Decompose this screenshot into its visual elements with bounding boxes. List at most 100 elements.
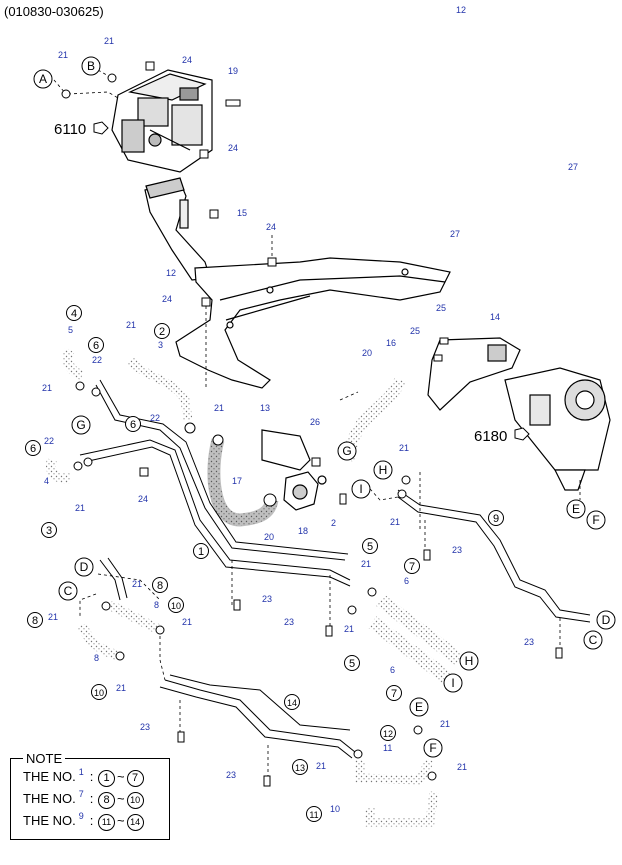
note-label: THE NO. — [23, 791, 76, 806]
circled-12: 12 — [380, 725, 396, 741]
callout-26: 26 — [310, 417, 320, 427]
water-valve — [261, 429, 327, 511]
callout-22: 22 — [92, 355, 102, 365]
letter-c: C — [58, 581, 78, 601]
note-sup: 7 — [78, 789, 84, 799]
circled-7: 7 — [404, 558, 420, 574]
pipes — [79, 379, 591, 759]
svg-text:11: 11 — [309, 810, 318, 820]
svg-text:D: D — [602, 613, 611, 627]
callout-21: 21 — [399, 443, 409, 453]
air-duct — [144, 177, 211, 281]
svg-text:D: D — [80, 560, 89, 574]
header-code: (010830-030625) — [4, 4, 104, 19]
circled-2: 2 — [154, 323, 170, 339]
callout-2: 2 — [331, 518, 336, 528]
note-row: THE NO.1: 1~7 — [23, 767, 145, 787]
callout-5: 5 — [68, 325, 73, 335]
callout-21: 21 — [457, 762, 467, 772]
callout-24: 24 — [228, 143, 238, 153]
callout-25: 25 — [436, 303, 446, 313]
svg-text:3: 3 — [46, 525, 52, 537]
svg-text:5: 5 — [367, 541, 373, 553]
callout-6: 6 — [404, 576, 409, 586]
callout-21: 21 — [58, 50, 68, 60]
letter-g: G — [337, 441, 357, 461]
svg-text:F: F — [429, 741, 436, 755]
note-to: 14 — [126, 814, 144, 831]
callout-21: 21 — [440, 719, 450, 729]
callout-10: 10 — [330, 804, 340, 814]
svg-text:6: 6 — [30, 443, 36, 455]
note-label: THE NO. — [23, 813, 76, 828]
note-row: THE NO.7: 8~10 — [23, 789, 145, 809]
callout-8: 8 — [94, 653, 99, 663]
callout-22: 22 — [150, 413, 160, 423]
svg-text:13: 13 — [295, 763, 305, 773]
svg-text:E: E — [415, 700, 423, 714]
callout-numbers: 12 21 21 24 19 24 27 15 24 27 12 24 25 1… — [42, 5, 578, 814]
svg-text:1: 1 — [198, 546, 204, 558]
letter-g: G — [71, 415, 91, 435]
callout-23: 23 — [262, 594, 272, 604]
circled-9: 9 — [488, 510, 504, 526]
letter-e: E — [409, 697, 429, 717]
callout-21: 21 — [42, 383, 52, 393]
note-to: 7 — [126, 770, 144, 787]
circled-3: 3 — [41, 522, 57, 538]
svg-text:8: 8 — [32, 615, 38, 627]
callout-21: 21 — [132, 579, 142, 589]
svg-text:E: E — [572, 502, 580, 516]
callout-21: 21 — [182, 617, 192, 627]
callout-12-top: 12 — [456, 5, 466, 15]
callout-13: 13 — [260, 403, 270, 413]
note-box: NOTE THE NO.1: 1~7 THE NO.7: 8~10 THE NO… — [10, 751, 170, 840]
svg-text:2: 2 — [159, 326, 165, 338]
svg-text:10: 10 — [94, 688, 104, 698]
svg-text:A: A — [39, 72, 47, 86]
callout-23: 23 — [140, 722, 150, 732]
callout-16: 16 — [386, 338, 396, 348]
callout-27: 27 — [568, 162, 578, 172]
svg-text:4: 4 — [71, 308, 77, 320]
note-title: NOTE — [23, 751, 66, 766]
note-row: THE NO.9: 11~14 — [23, 811, 145, 831]
circled-7: 7 — [386, 685, 402, 701]
callout-21: 21 — [116, 683, 126, 693]
letter-callouts: A B G G H I E F D C D C H I E F — [33, 56, 616, 758]
callout-15: 15 — [237, 208, 247, 218]
callout-21: 21 — [316, 761, 326, 771]
letter-a: A — [33, 69, 53, 89]
cowl-member — [175, 257, 451, 389]
callout-21: 21 — [344, 624, 354, 634]
circled-8: 8 — [152, 577, 168, 593]
circled-6: 6 — [25, 440, 41, 456]
note-sup: 1 — [78, 767, 84, 777]
ref-6110: 6110 — [54, 121, 86, 138]
letter-i: I — [351, 479, 371, 499]
note-from: 1 — [98, 770, 115, 787]
circled-10: 10 — [168, 597, 184, 613]
callout-27: 27 — [450, 229, 460, 239]
letter-h: H — [373, 460, 393, 480]
note-from: 8 — [98, 792, 115, 809]
callout-25: 25 — [410, 326, 420, 336]
rear-heater-unit — [427, 337, 611, 491]
callout-21: 21 — [104, 36, 114, 46]
svg-text:I: I — [451, 676, 454, 690]
letter-f: F — [423, 738, 443, 758]
callout-3: 3 — [158, 340, 163, 350]
circled-11: 11 — [306, 806, 322, 822]
fasteners — [61, 61, 563, 787]
callout-6: 6 — [390, 665, 395, 675]
circled-6: 6 — [88, 337, 104, 353]
note-to: 10 — [126, 792, 144, 809]
circled-6: 6 — [125, 416, 141, 432]
svg-text:10: 10 — [171, 601, 181, 611]
heater-unit — [111, 69, 213, 173]
ref-6180: 6180 — [474, 428, 507, 445]
circled-4: 4 — [66, 305, 82, 321]
svg-text:7: 7 — [391, 688, 397, 700]
callout-22: 22 — [44, 436, 54, 446]
